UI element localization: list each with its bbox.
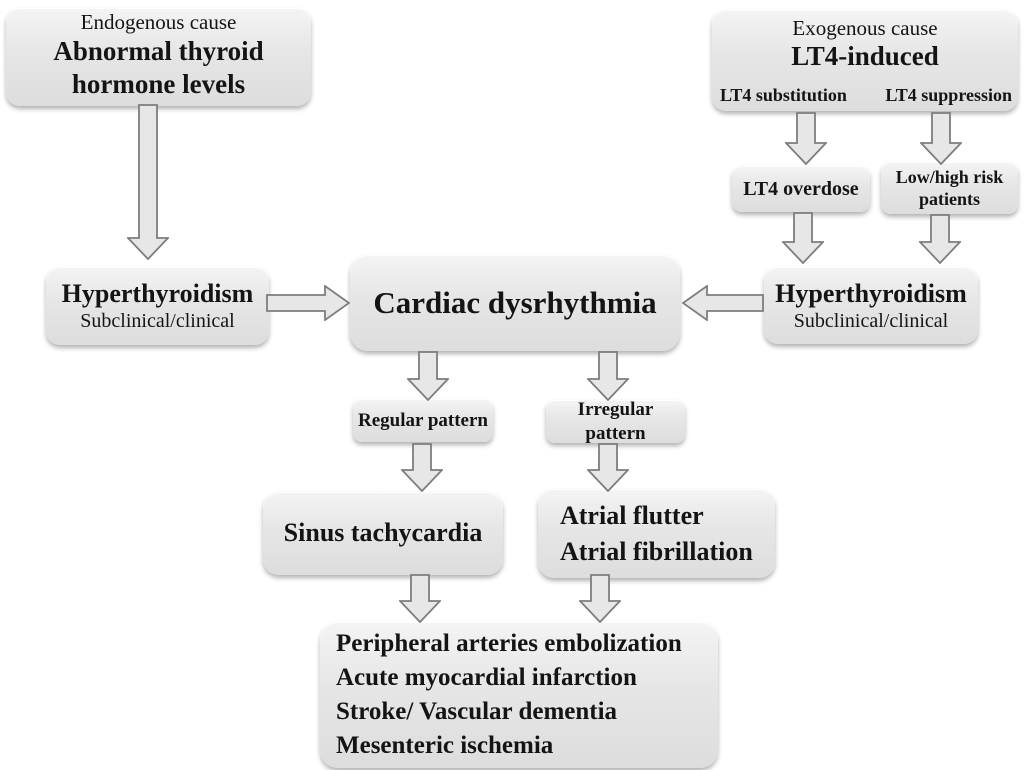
arrow-down-overdose-to-hyperthyroidism-icon bbox=[782, 212, 824, 264]
node-cardiac-title: Cardiac dysrhythmia bbox=[373, 284, 657, 320]
node-sinus-tachycardia: Sinus tachycardia bbox=[263, 492, 503, 575]
node-complications-line-3: Stroke/ Vascular dementia bbox=[336, 698, 618, 725]
node-low-high-risk-title: Low/high risk patients bbox=[895, 167, 1004, 209]
node-hyper-left-title: Hyperthyroidism bbox=[61, 279, 254, 308]
arrow-right-hyperthyroidism-to-cardiac-icon bbox=[266, 285, 350, 321]
node-atrial-flutter-fibrillation: Atrial flutter Atrial fibrillation bbox=[538, 489, 775, 578]
node-irregular-pattern: Irregular pattern bbox=[546, 398, 685, 444]
node-lt4-overdose-title: LT4 overdose bbox=[743, 177, 859, 200]
node-complications-line-2: Acute myocardial infarction bbox=[336, 664, 637, 691]
node-hyperthyroidism-left: Hyperthyroidism Subclinical/clinical bbox=[46, 267, 269, 345]
node-endogenous-subtitle: Endogenous cause bbox=[80, 9, 237, 34]
exogenous-branch-labels: LT4 substitution LT4 suppression bbox=[720, 84, 1012, 107]
node-sinus-title: Sinus tachycardia bbox=[283, 518, 483, 548]
node-endogenous-cause: Endogenous cause Abnormal thyroid hormon… bbox=[6, 8, 311, 106]
node-irregular-title: Irregular pattern bbox=[577, 398, 654, 444]
arrow-down-irregular-to-atrial-icon bbox=[587, 443, 629, 492]
node-low-high-risk-patients: Low/high risk patients bbox=[881, 162, 1018, 214]
label-lt4-substitution: LT4 substitution bbox=[720, 84, 847, 105]
node-regular-title: Regular pattern bbox=[358, 409, 488, 431]
node-complications: Peripheral arteries embolization Acute m… bbox=[320, 622, 718, 768]
arrow-left-hyperthyroidism-to-cardiac-icon bbox=[682, 285, 764, 321]
node-hyper-right-title: Hyperthyroidism bbox=[775, 278, 967, 308]
node-exogenous-title: LT4-induced bbox=[791, 41, 939, 72]
arrow-down-suppression-to-patients-icon bbox=[920, 112, 962, 165]
node-atrial-line-2: Atrial fibrillation bbox=[560, 536, 753, 566]
node-hyper-right-subtitle: Subclinical/clinical bbox=[793, 309, 949, 332]
node-atrial-line-1: Atrial flutter bbox=[560, 500, 704, 530]
arrow-down-regular-to-sinus-icon bbox=[401, 443, 443, 492]
arrow-down-cardiac-to-regular-icon bbox=[407, 351, 449, 401]
node-cardiac-dysrhythmia: Cardiac dysrhythmia bbox=[350, 255, 680, 351]
arrow-down-atrial-to-complications-icon bbox=[579, 574, 621, 623]
node-exogenous-subtitle: Exogenous cause bbox=[792, 16, 938, 40]
arrow-down-endogenous-to-hyperthyroidism-icon bbox=[127, 104, 169, 260]
arrow-down-cardiac-to-irregular-icon bbox=[587, 351, 629, 401]
node-hyperthyroidism-right: Hyperthyroidism Subclinical/clinical bbox=[764, 267, 978, 344]
arrow-down-sinus-to-complications-icon bbox=[399, 574, 441, 623]
node-complications-line-1: Peripheral arteries embolization bbox=[336, 630, 682, 657]
node-endogenous-title: Abnormal thyroid hormone levels bbox=[53, 36, 264, 100]
arrow-down-patients-to-hyperthyroidism-icon bbox=[919, 214, 961, 264]
arrow-down-substitution-to-overdose-icon bbox=[785, 112, 827, 165]
node-complications-line-4: Mesenteric ischemia bbox=[336, 732, 554, 759]
node-exogenous-cause: Exogenous cause LT4-induced LT4 substitu… bbox=[712, 10, 1018, 111]
label-lt4-suppression: LT4 suppression bbox=[885, 84, 1012, 105]
node-lt4-overdose: LT4 overdose bbox=[732, 166, 870, 212]
node-regular-pattern: Regular pattern bbox=[353, 399, 493, 442]
node-hyper-left-subtitle: Subclinical/clinical bbox=[80, 310, 235, 332]
